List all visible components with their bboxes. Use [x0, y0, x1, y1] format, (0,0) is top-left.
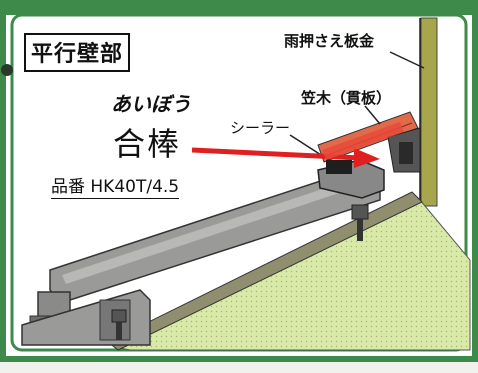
label-aibou: 合棒	[113, 125, 182, 163]
red-arrow-head	[354, 148, 380, 168]
section-title: 平行壁部	[24, 33, 131, 72]
kasagi-leader	[364, 105, 381, 125]
wall	[420, 17, 438, 207]
roofing-sheet	[107, 191, 423, 351]
sealer-block	[326, 160, 352, 174]
frame-left-bar	[0, 0, 6, 362]
label-kasagi: 笠木（貫板）	[301, 89, 392, 107]
screw-lower	[111, 309, 127, 340]
label-sealer: シーラー	[230, 119, 291, 137]
kasagi-red-arrow	[322, 122, 404, 160]
roof-slab-texture	[120, 200, 470, 350]
bottom-strip	[0, 362, 478, 373]
frame-bottom-bar	[0, 356, 478, 362]
rain-flashing-leader	[389, 51, 425, 69]
screw-upper	[351, 204, 369, 241]
label-rain-flashing: 雨押さえ板金	[284, 32, 375, 50]
label-aibou-kana: あいぼう	[111, 92, 191, 116]
frame-top-bar	[0, 0, 478, 15]
frame-right-bar	[472, 0, 478, 362]
aibou-bar-highlight	[62, 178, 360, 284]
wall-bracket-inner	[399, 142, 413, 164]
label-part-number: 品番 HK40T/4.5	[51, 172, 180, 199]
bullet-dot	[1, 64, 13, 76]
